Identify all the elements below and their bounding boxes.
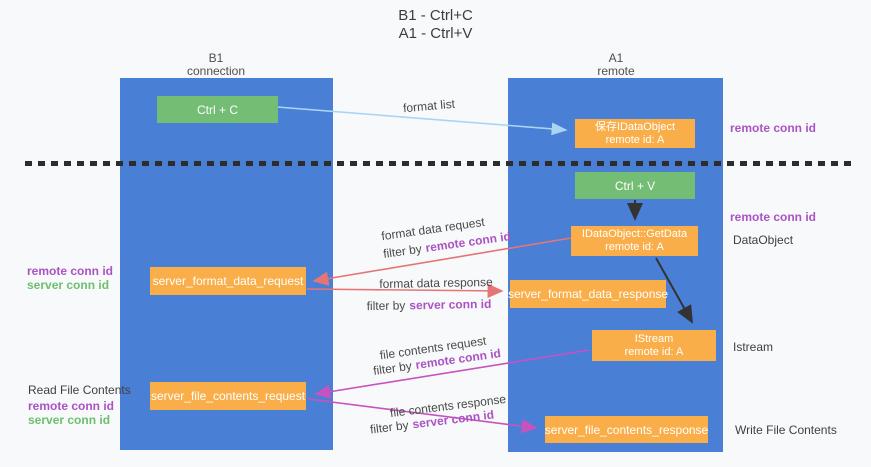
annotation-write-file-contents: Write File Contents [735,423,837,437]
arrow-format-list [276,106,568,136]
diagram-title: B1 - Ctrl+C A1 - Ctrl+V [0,7,871,43]
arrow-format-data-response [306,283,504,299]
annotation-istream: Istream [733,340,774,354]
annotation-remote-conn-id-top: remote conn id [730,121,817,135]
node-save-idataobject-line1: 保存IDataObject [594,120,676,133]
node-server-format-data-response: server_format_data_response [507,280,669,308]
node-sfc-response-label: server_file_contents_response [544,422,709,437]
filter-by-text: filter by [366,298,406,314]
title-line-1: B1 - Ctrl+C [398,7,473,24]
node-ctrl-c: Ctrl + C [157,96,278,123]
lane-b1-name: B1 [208,51,224,65]
server-conn-id-text: server conn id [409,296,492,313]
arrow-format-data-request [312,237,572,286]
node-save-idataobject: 保存IDataObject remote id: A [575,119,695,148]
node-istream-line2: remote id: A [624,345,684,358]
node-ctrl-v: Ctrl + V [575,172,695,199]
node-server-format-data-request: server_format_data_request [150,267,306,295]
title-line-2: A1 - Ctrl+V [398,25,473,42]
node-server-file-contents-request: server_file_contents_request [150,382,306,410]
lane-a1-role: remote [597,64,635,78]
label-format-data-response: format data response [379,275,493,291]
arrow-getdata-to-istream [655,257,693,324]
annotation-remote-conn-id-left-2: remote conn id [28,399,115,413]
lane-a1-name: A1 [608,51,624,65]
arrow-file-contents-response [307,398,538,434]
node-save-idataobject-line2: remote id: A [605,133,665,146]
lane-b1-role: connection [186,64,246,78]
lane-header-a1: A1 remote [597,52,634,78]
node-ctrl-c-label: Ctrl + C [196,102,238,117]
node-ctrl-v-label: Ctrl + V [614,178,656,193]
arrow-file-contents-request [314,349,590,399]
node-server-file-contents-response: server_file_contents_response [545,416,708,443]
annotation-read-file-contents: Read File Contents [28,383,131,397]
node-sfd-response-label: server_format_data_response [507,287,669,301]
node-istream-line1: IStream [634,332,674,345]
annotation-server-conn-id-left-1: server conn id [27,278,110,292]
node-sfd-request-label: server_format_data_request [152,274,304,288]
node-sfc-request-label: server_file_contents_request [150,389,306,403]
node-idataobject-getdata: IDataObject::GetData remote id: A [571,226,698,256]
annotation-server-conn-id-left-2: server conn id [28,413,111,427]
node-getdata-line1: IDataObject::GetData [581,228,688,240]
annotation-remote-conn-id-left-1: remote conn id [27,264,114,278]
annotation-dataobject: DataObject [733,233,794,247]
annotation-remote-conn-id-mid: remote conn id [730,210,817,224]
lane-header-b1: B1 connection [187,52,245,78]
node-getdata-line2: remote id: A [605,241,664,253]
dashed-divider [25,161,855,166]
node-istream: IStream remote id: A [592,330,716,361]
